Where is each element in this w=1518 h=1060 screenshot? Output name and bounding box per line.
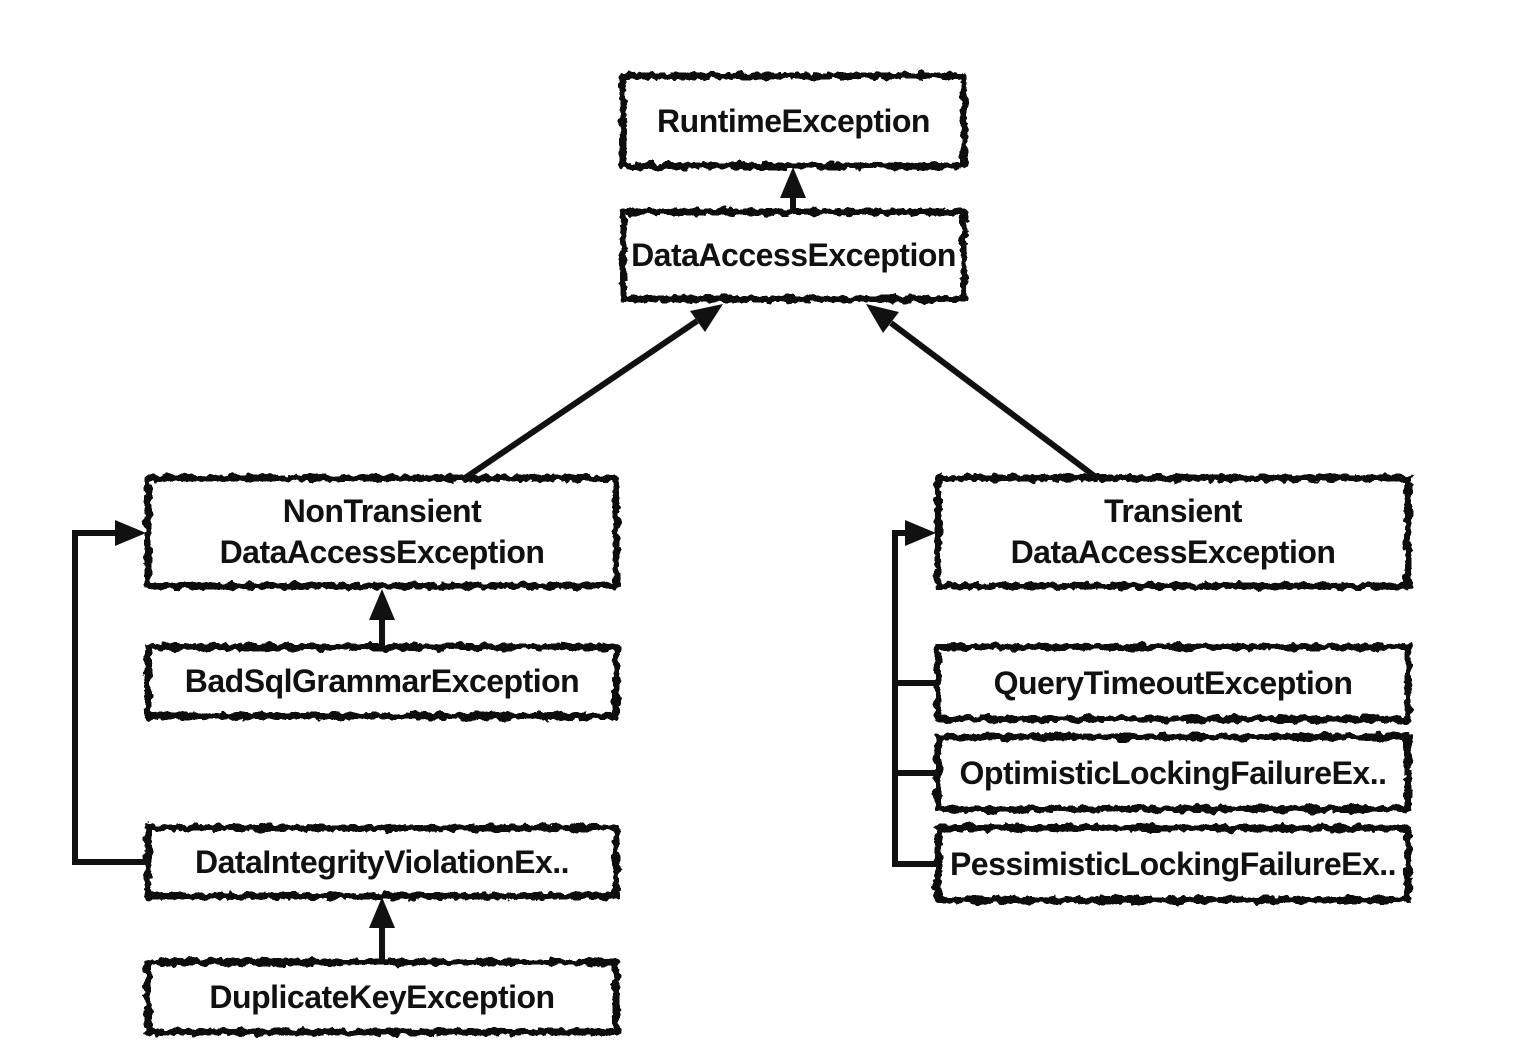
box-data-access-exception	[619, 208, 968, 303]
edge-nontransient-to-dataaccess	[463, 318, 699, 481]
edge-dataintegrity-to-nontransient	[72, 530, 148, 865]
box-data-integrity-violation-exception	[144, 824, 620, 900]
box-bad-sql-grammar-exception	[144, 643, 620, 720]
edge-pessimistic-to-transient	[892, 530, 938, 867]
arrowhead-right-icon	[905, 520, 936, 546]
arrowhead-diagonal-icon	[866, 304, 899, 333]
box-optimistic-locking-failure-exception	[934, 733, 1412, 813]
box-non-transient-data-access-exception	[144, 474, 620, 590]
arrowhead-diagonal-icon	[690, 304, 723, 332]
edge-transient-to-dataaccess	[889, 320, 1099, 481]
box-query-timeout-exception	[934, 643, 1412, 723]
box-runtime-exception	[619, 72, 968, 170]
arrowhead-up-icon	[780, 167, 806, 198]
box-pessimistic-locking-failure-exception	[934, 824, 1412, 904]
box-duplicate-key-exception	[144, 958, 620, 1036]
box-transient-data-access-exception	[934, 474, 1412, 590]
arrowhead-up-icon	[369, 589, 395, 620]
arrowhead-up-icon	[369, 897, 395, 928]
arrowhead-right-icon	[115, 520, 146, 546]
